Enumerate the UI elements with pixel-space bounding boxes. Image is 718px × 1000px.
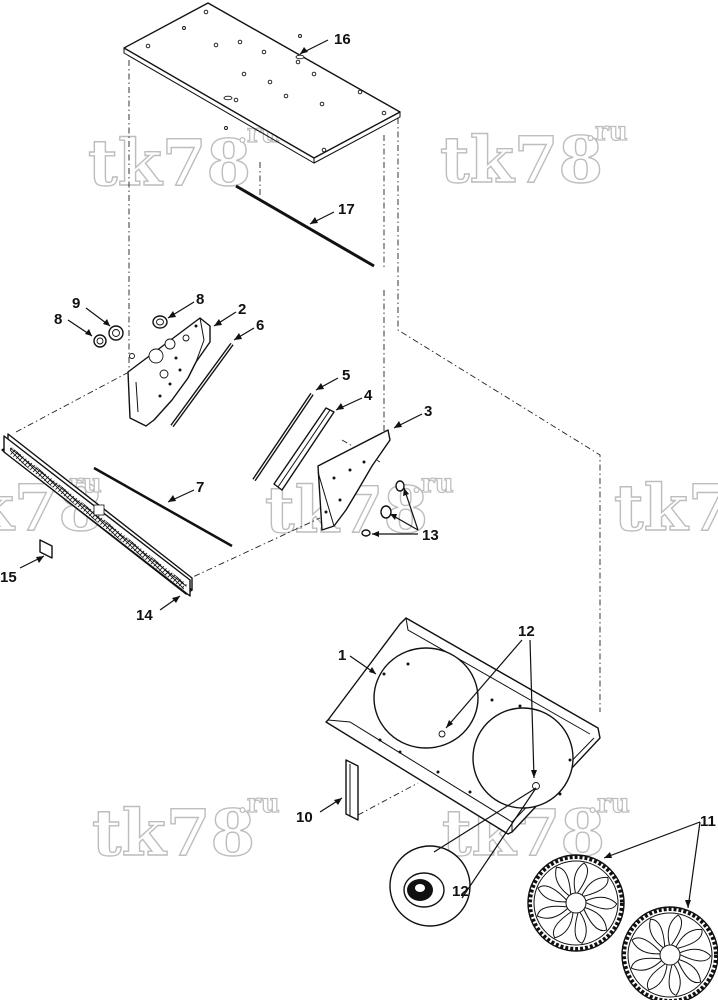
- part-13-grommets: [361, 480, 405, 537]
- part-17-seal-strip: [235, 184, 375, 268]
- watermark-top-left: tk78 .ru: [87, 118, 280, 201]
- callout-17: 17: [338, 201, 355, 218]
- leader-lines: [19, 39, 701, 909]
- callout-8-top: 8: [196, 291, 204, 308]
- callout-10: 10: [296, 809, 313, 826]
- svg-text:tk78: tk78: [92, 796, 255, 871]
- callout-11: 11: [700, 813, 716, 830]
- callout-9: 9: [72, 295, 80, 312]
- svg-text:tk78: tk78: [440, 123, 603, 198]
- callout-6: 6: [256, 317, 264, 334]
- watermark-top-right: tk78 .ru: [439, 116, 628, 198]
- svg-text:.ru: .ru: [588, 789, 630, 819]
- callout-7: 7: [196, 479, 204, 496]
- callout-14: 14: [136, 607, 153, 624]
- callout-3: 3: [424, 403, 432, 420]
- watermark-mid-right: tk78: [613, 470, 718, 546]
- callout-13: 13: [422, 527, 439, 544]
- svg-text:tk78: tk78: [614, 471, 718, 546]
- svg-text:tk78: tk78: [88, 126, 251, 201]
- watermark-bottom-left: tk78 .ru: [91, 788, 280, 871]
- part-7-seal-strip: [93, 466, 233, 548]
- part-10-side-bracket: [345, 759, 359, 821]
- callout-2: 2: [238, 301, 246, 318]
- part-3-right-bracket: [317, 429, 391, 531]
- part-12-grommet-detail: [389, 845, 471, 927]
- svg-text:.ru: .ru: [238, 789, 280, 819]
- svg-text:.ru: .ru: [412, 469, 454, 499]
- part-5-seal-strip: [252, 392, 314, 482]
- callout-5: 5: [342, 367, 350, 384]
- part-15-small-plate: [39, 539, 53, 559]
- callout-8-left: 8: [54, 311, 62, 328]
- callout-4: 4: [364, 387, 373, 404]
- part-16-top-panel: [123, 2, 401, 164]
- part-8-grommet-top: [152, 315, 168, 329]
- part-6-seal-strip: [170, 342, 234, 428]
- callout-16: 16: [334, 31, 351, 48]
- part-9-grommet: [108, 325, 124, 341]
- callout-12-top: 12: [518, 623, 535, 640]
- callout-1: 1: [338, 647, 346, 664]
- part-4-angle-channel: [273, 407, 335, 491]
- part-11-fan-rear: [621, 906, 718, 1000]
- svg-text:.ru: .ru: [586, 117, 628, 147]
- part-8-grommet-left: [93, 334, 107, 348]
- part-14-mesh-grille: [1, 433, 193, 597]
- part-1-fan-shroud: [325, 617, 601, 835]
- part-11-fan-front: [527, 854, 625, 952]
- callout-12-bottom: 12: [452, 883, 469, 900]
- callout-15: 15: [0, 569, 17, 586]
- part-2-left-bracket: [127, 317, 211, 427]
